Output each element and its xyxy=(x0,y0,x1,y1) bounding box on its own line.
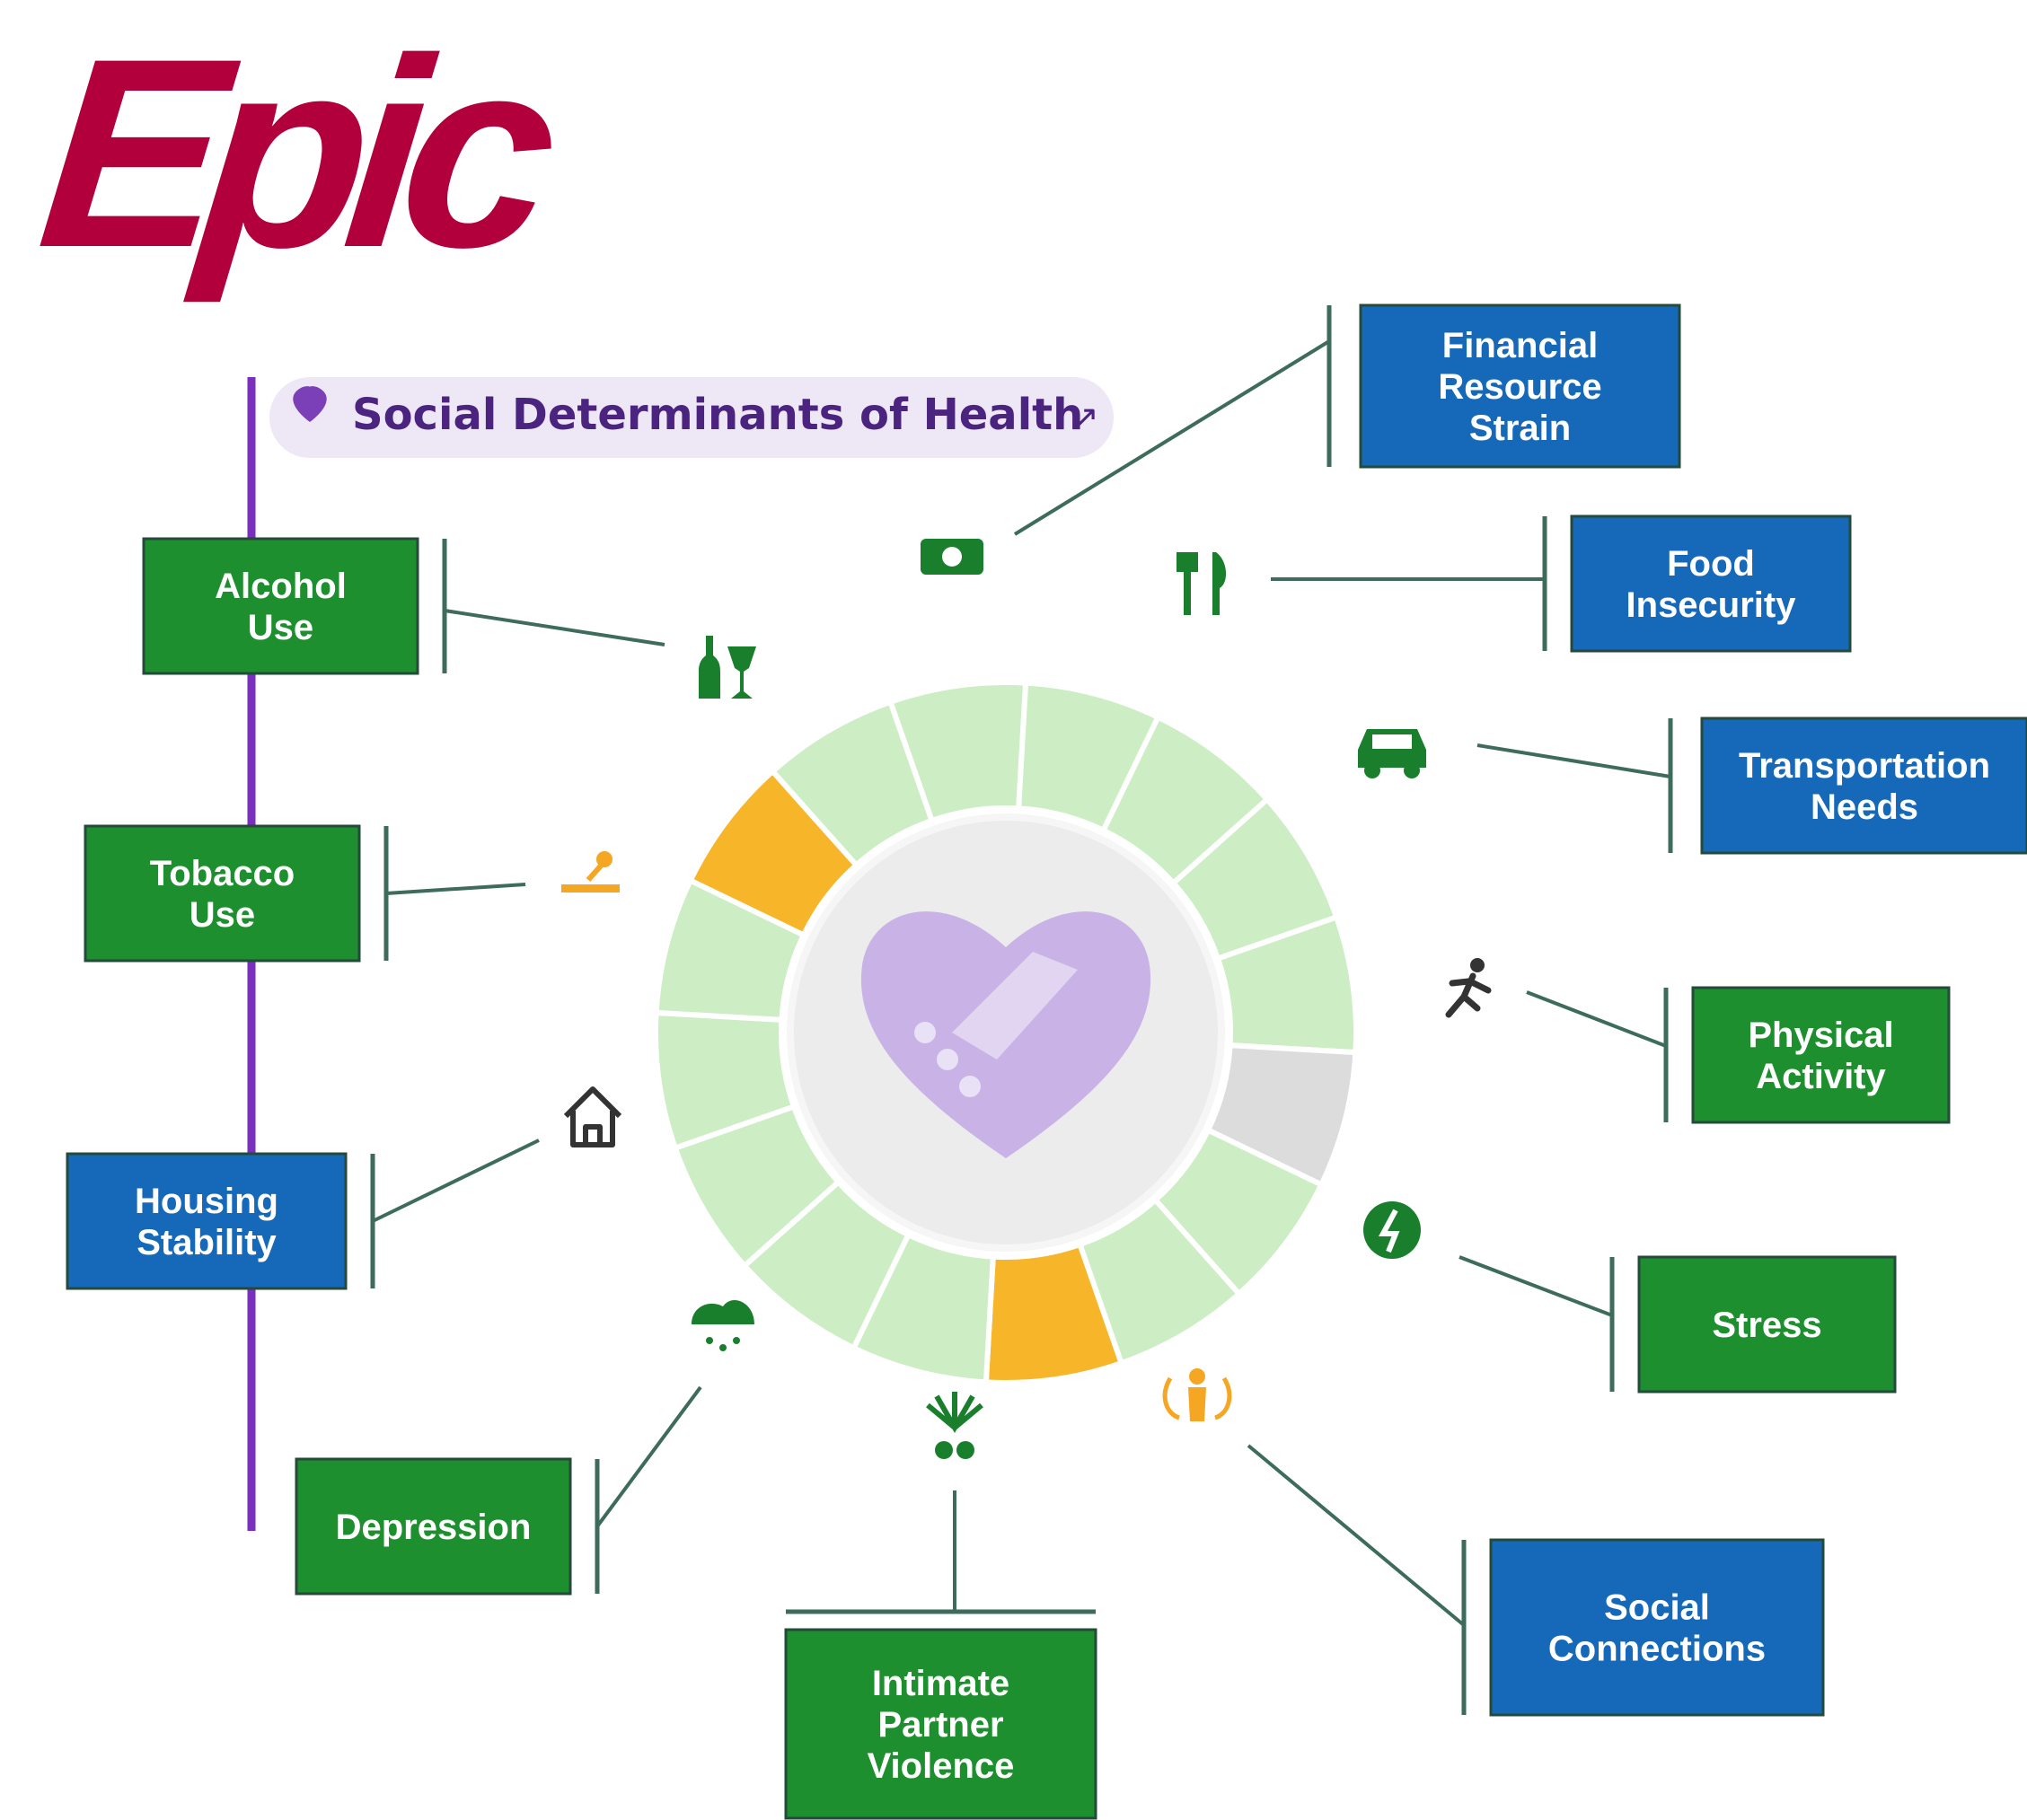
people-icon xyxy=(1162,1368,1232,1421)
heart-handshake-icon xyxy=(860,911,1151,1158)
external-link-icon[interactable]: ↗ xyxy=(1071,398,1099,437)
bottle-glass-icon xyxy=(699,636,756,699)
determinant-label-line: Insecurity xyxy=(1626,585,1797,625)
money-icon xyxy=(921,539,983,575)
determinant-box-depression[interactable]: Depression xyxy=(295,1457,572,1596)
determinant-label-line: Housing xyxy=(135,1182,278,1221)
determinant-label-line: Stress xyxy=(1712,1306,1821,1345)
wheel-segment-light xyxy=(769,698,936,869)
determinant-label-line: Stability xyxy=(137,1223,277,1262)
determinant-label-line: Food xyxy=(1667,544,1755,584)
determinant-label-line: Needs xyxy=(1811,787,1918,827)
determinant-label-line: Depression xyxy=(336,1508,532,1547)
determinant-label-line: Alcohol xyxy=(215,567,347,606)
runner-icon xyxy=(1445,958,1492,1018)
ipv-icon xyxy=(926,1392,983,1459)
connector-tobacco xyxy=(385,883,526,895)
connector-physical xyxy=(1526,990,1667,1048)
determinant-label-line: Resource xyxy=(1438,367,1601,407)
heart-icon xyxy=(293,386,327,422)
cigarette-icon xyxy=(561,851,620,892)
determinant-label-line: Tobacco xyxy=(150,854,295,893)
connector-housing xyxy=(372,1139,540,1223)
determinant-label-line: Transportation xyxy=(1739,746,1990,786)
determinant-label-line: Violence xyxy=(868,1746,1015,1786)
connector-financial xyxy=(1013,339,1331,536)
sdoh-header[interactable]: Social Determinants of Health ↗ xyxy=(269,377,1114,458)
connector-alcohol xyxy=(444,609,665,646)
determinant-label-line: Partner xyxy=(877,1705,1003,1745)
determinant-label-line: Connections xyxy=(1548,1630,1766,1669)
connector-social xyxy=(1247,1444,1466,1627)
determinant-label-line: Social xyxy=(1604,1588,1710,1628)
car-icon xyxy=(1358,729,1426,778)
connector-stress xyxy=(1459,1255,1613,1317)
sdoh-wheel xyxy=(653,680,1359,1385)
determinant-box-stress[interactable]: Stress xyxy=(1637,1255,1897,1394)
house-icon xyxy=(563,1086,622,1147)
stress-head-icon xyxy=(1363,1201,1421,1259)
determinant-label-line: Financial xyxy=(1442,326,1598,365)
determinant-label-line: Use xyxy=(248,608,313,647)
connector-depression xyxy=(595,1385,702,1528)
determinant-label-line: Physical xyxy=(1748,1016,1893,1055)
determinant-label-line: Use xyxy=(189,895,255,935)
determinant-label-line: Strain xyxy=(1469,409,1571,448)
determinant-label-line: Activity xyxy=(1756,1057,1886,1096)
connectors xyxy=(370,305,1673,1715)
rain-cloud-icon xyxy=(692,1299,754,1351)
sdoh-title: Social Determinants of Health xyxy=(352,390,1083,440)
determinant-label-line: Intimate xyxy=(872,1664,1009,1703)
fork-knife-icon xyxy=(1177,552,1227,615)
connector-transportation xyxy=(1476,743,1671,778)
